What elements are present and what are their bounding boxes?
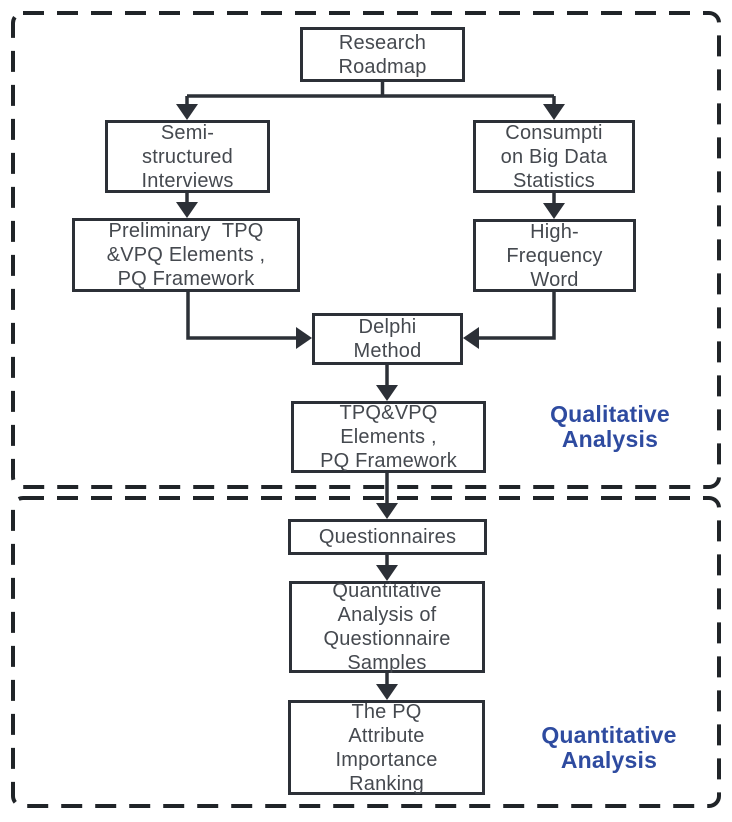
node-preliminary-tpq-vpq-label: Preliminary TPQ &VPQ Elements , PQ Frame… xyxy=(106,220,266,290)
arrowhead-to-semi-structured xyxy=(176,104,198,120)
node-quantitative-analysis-samples-label: Quantitative Analysis of Questionnaire S… xyxy=(323,580,451,674)
arrowhead-to-high-frequency xyxy=(543,203,565,219)
quantitative-section-border xyxy=(11,496,721,808)
arrowhead-to-delphi-right xyxy=(463,327,479,349)
node-pq-attribute-ranking-label: The PQ Attribute Importance Ranking xyxy=(335,700,438,795)
node-semi-structured-interviews-label: Semi- structured Interviews xyxy=(141,121,234,192)
node-delphi-method: Delphi Method xyxy=(312,313,463,365)
arrowhead-to-delphi-left xyxy=(296,327,312,349)
arrowhead-to-preliminary xyxy=(176,202,198,218)
node-consumption-big-data-label: Consumpti on Big Data Statistics xyxy=(500,121,608,192)
node-delphi-method-label: Delphi Method xyxy=(353,316,422,362)
connector-lines xyxy=(185,82,556,685)
node-tpq-vpq-elements-label: TPQ&VPQ Elements , PQ Framework xyxy=(320,402,457,472)
node-quantitative-analysis-samples: Quantitative Analysis of Questionnaire S… xyxy=(289,580,485,674)
node-semi-structured-interviews: Semi- structured Interviews xyxy=(105,120,270,193)
arrowhead-to-quant-analysis xyxy=(376,565,398,581)
arrowheads xyxy=(176,104,565,700)
node-pq-attribute-ranking: The PQ Attribute Importance Ranking xyxy=(288,700,485,795)
arrowhead-to-questionnaires xyxy=(376,503,398,519)
node-consumption-big-data: Consumpti on Big Data Statistics xyxy=(473,120,635,193)
arrowhead-to-ranking xyxy=(376,684,398,700)
arrowhead-to-consumption xyxy=(543,104,565,120)
qualitative-section-border xyxy=(11,11,721,489)
node-questionnaires: Questionnaires xyxy=(288,519,487,555)
qualitative-analysis-label: Qualitative Analysis xyxy=(550,401,670,452)
node-high-frequency-word-label: High- Frequency Word xyxy=(506,220,603,291)
quantitative-analysis-label: Quantitative Analysis xyxy=(541,722,677,773)
arrowhead-to-tpq-vpq xyxy=(376,385,398,401)
node-high-frequency-word: High- Frequency Word xyxy=(473,219,636,292)
node-research-roadmap: Research Roadmap xyxy=(300,27,465,82)
node-tpq-vpq-elements: TPQ&VPQ Elements , PQ Framework xyxy=(291,401,486,473)
node-research-roadmap-label: Research Roadmap xyxy=(338,31,427,78)
node-preliminary-tpq-vpq: Preliminary TPQ &VPQ Elements , PQ Frame… xyxy=(72,218,300,292)
node-questionnaires-label: Questionnaires xyxy=(318,526,457,548)
